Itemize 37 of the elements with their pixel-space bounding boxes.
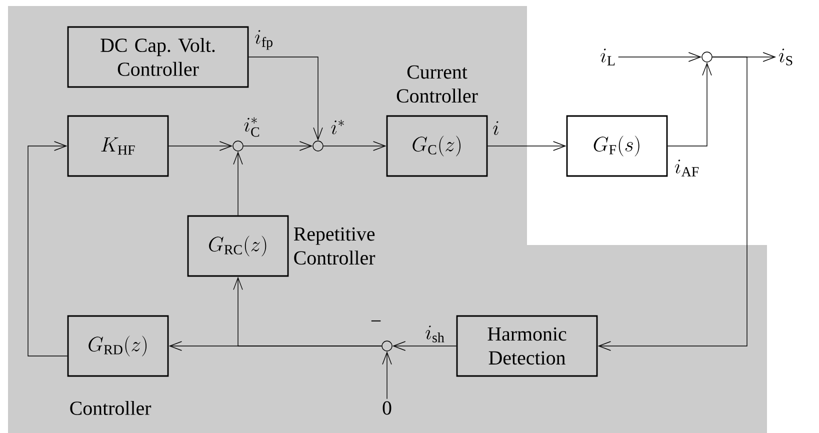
block-box: $G_{\mathrm{RD}}(z)$ bbox=[67, 315, 169, 377]
arrow bbox=[248, 56, 323, 141]
edge-label: $i^{*}_{\mathrm{C}}$ bbox=[242, 116, 262, 138]
arrow bbox=[382, 351, 392, 400]
arrow bbox=[323, 141, 386, 151]
arrow bbox=[618, 52, 702, 62]
summing-junction bbox=[232, 140, 244, 152]
edge-label: $i_{\mathrm{sh}}$ bbox=[424, 324, 446, 344]
block-box: DC Cap. Volt. Controller bbox=[67, 26, 249, 88]
block-heading: Current Controller bbox=[396, 65, 478, 103]
signal-label: 0 bbox=[380, 399, 394, 417]
arrow bbox=[598, 56, 748, 351]
block-box: $G_{\mathrm{RC}}(z)$ bbox=[187, 215, 289, 277]
arrow bbox=[243, 141, 313, 151]
signal-label: $i_{\mathrm{S}}$ bbox=[776, 46, 796, 68]
sign-label: − bbox=[371, 320, 381, 322]
arrow bbox=[28, 141, 68, 356]
summing-junction bbox=[382, 340, 392, 352]
arrow bbox=[233, 151, 243, 216]
edge-label: $i_{\mathrm{fp}}$ bbox=[254, 29, 275, 51]
arrow bbox=[487, 141, 566, 151]
edge-label: $i$ bbox=[492, 120, 500, 136]
block-box: $K_{\mathrm{HF}}$ bbox=[67, 115, 169, 177]
signal-label: $i_{\mathrm{L}}$ bbox=[598, 46, 618, 68]
block-box: $G_{\mathrm{C}}(z)$ bbox=[386, 115, 488, 177]
arrow bbox=[233, 276, 382, 346]
region-label: Controller bbox=[70, 400, 152, 415]
block-heading: Repetitive Controller bbox=[294, 227, 376, 265]
edge-label: $i_{\mathrm{AF}}$ bbox=[673, 158, 701, 178]
summing-junction bbox=[312, 140, 324, 152]
block-box: $G_{\mathrm{F}}(s)$ bbox=[566, 115, 668, 177]
summing-junction bbox=[702, 52, 712, 62]
arrow bbox=[168, 141, 233, 151]
edge-label: $i^{*}$ bbox=[330, 118, 346, 136]
arrow bbox=[392, 341, 457, 351]
arrow bbox=[667, 62, 712, 146]
block-box: Harmonic Detection bbox=[456, 315, 598, 377]
